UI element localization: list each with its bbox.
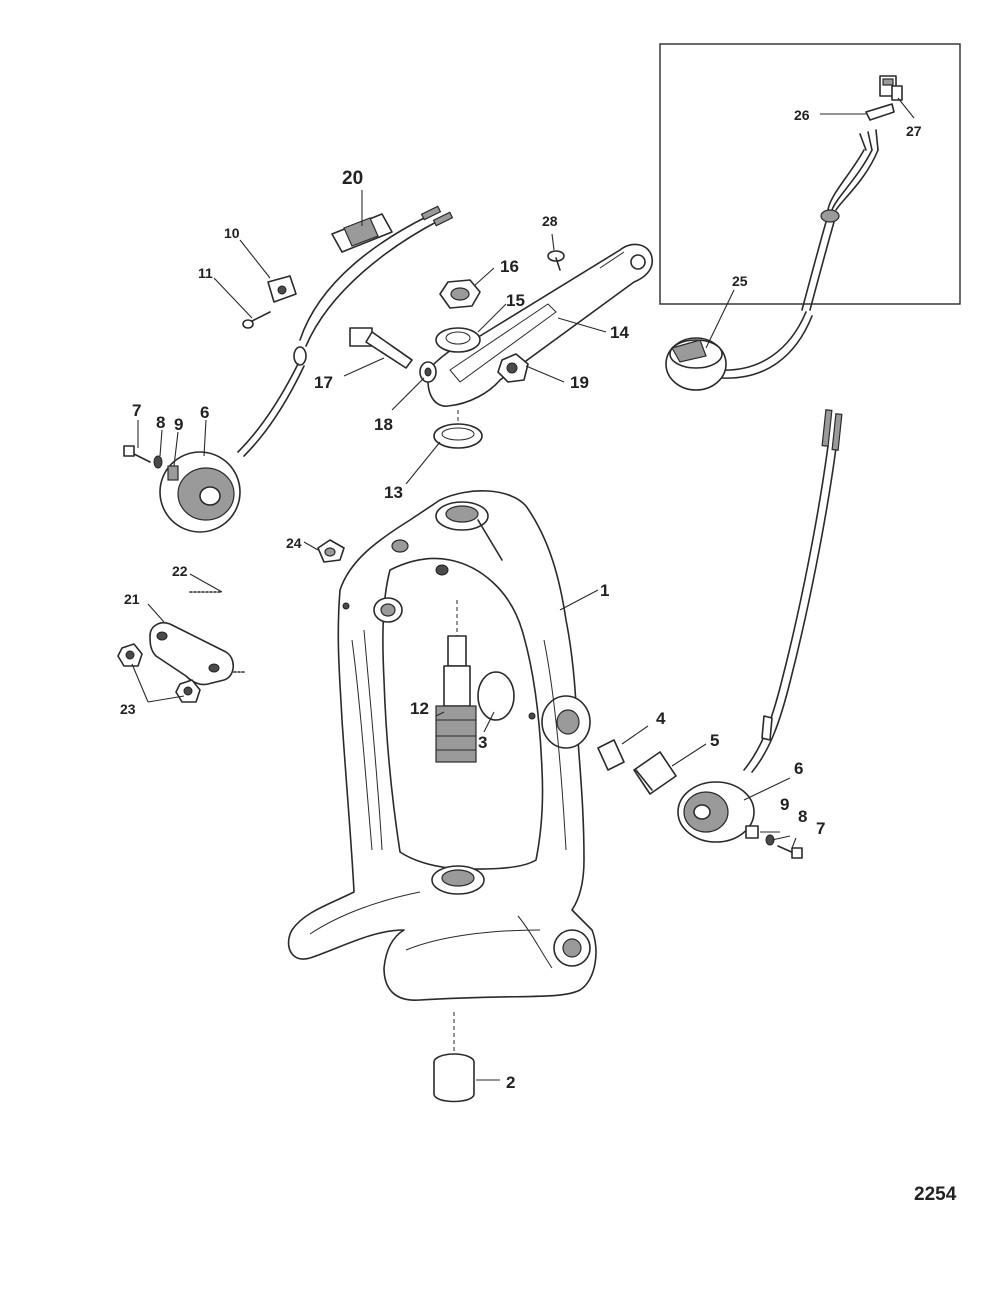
callout-1: 1 <box>600 581 609 600</box>
callout-16: 16 <box>500 257 519 276</box>
callout-9-left: 9 <box>174 415 183 434</box>
callout-14: 14 <box>610 323 629 342</box>
spacer-9-left <box>167 465 179 481</box>
callout-6-right: 6 <box>794 759 803 778</box>
right-sensor-assembly <box>677 409 843 859</box>
inset-panel <box>659 43 961 391</box>
bushing-4 <box>597 739 625 771</box>
callout-19: 19 <box>570 373 589 392</box>
callout-11: 11 <box>198 265 213 281</box>
spacer-9-right <box>745 825 759 839</box>
callout-28: 28 <box>542 213 558 229</box>
sensor-6-right <box>677 781 755 843</box>
callout-9-right: 9 <box>780 795 789 814</box>
screw-7-right <box>777 845 803 859</box>
callout-17: 17 <box>314 373 333 392</box>
figure-number: 2254 <box>914 1184 957 1205</box>
bolt-17 <box>349 327 413 369</box>
bushing-2 <box>433 1012 475 1103</box>
washer-15 <box>435 327 481 353</box>
nut-16 <box>439 279 481 309</box>
connector-housing <box>879 75 903 101</box>
pins <box>859 129 879 151</box>
steering-arm-assembly <box>349 243 654 449</box>
callout-12: 12 <box>410 699 429 718</box>
wire-terminals <box>420 205 454 227</box>
left-sensor-assembly <box>123 205 454 533</box>
callout-6-left: 6 <box>200 403 209 422</box>
grommet <box>820 209 840 223</box>
callout-15: 15 <box>506 291 525 310</box>
terminal-lock <box>865 103 895 121</box>
callout-2: 2 <box>506 1073 515 1092</box>
screw-28 <box>547 250 565 271</box>
ring-13 <box>433 423 483 449</box>
clip-20 <box>331 213 393 253</box>
callout-7-left: 7 <box>132 401 141 420</box>
callout-27: 27 <box>906 123 922 139</box>
screw-7-left <box>123 445 151 463</box>
callout-8-right: 8 <box>798 807 807 826</box>
callout-18: 18 <box>374 415 393 434</box>
callout-8-left: 8 <box>156 413 165 432</box>
washer-3 <box>477 671 515 721</box>
washer-8-left <box>153 455 163 469</box>
screw-11 <box>242 311 271 329</box>
plate-21 <box>149 621 235 686</box>
callouts: 1 2 3 4 5 6 6 7 7 8 8 9 9 10 11 12 13 14… <box>120 107 922 1092</box>
callout-4: 4 <box>656 709 666 728</box>
callout-23: 23 <box>120 701 136 717</box>
sensor-6-left <box>159 451 241 533</box>
pivot-5 <box>633 751 677 795</box>
stud-12 <box>435 600 477 763</box>
callout-26: 26 <box>794 107 810 123</box>
callout-3: 3 <box>478 733 487 752</box>
callout-10: 10 <box>224 225 240 241</box>
sensor-25 <box>665 337 727 391</box>
callout-7-right: 7 <box>816 819 825 838</box>
callout-21: 21 <box>124 591 140 607</box>
callout-20: 20 <box>342 168 363 189</box>
callout-25: 25 <box>732 273 748 289</box>
callout-13: 13 <box>384 483 403 502</box>
callout-5: 5 <box>710 731 719 750</box>
u-bolt-assembly <box>117 590 306 703</box>
callout-22: 22 <box>172 563 188 579</box>
clip-24 <box>317 539 345 563</box>
leader-lines <box>131 97 915 1081</box>
callout-24: 24 <box>286 535 302 551</box>
